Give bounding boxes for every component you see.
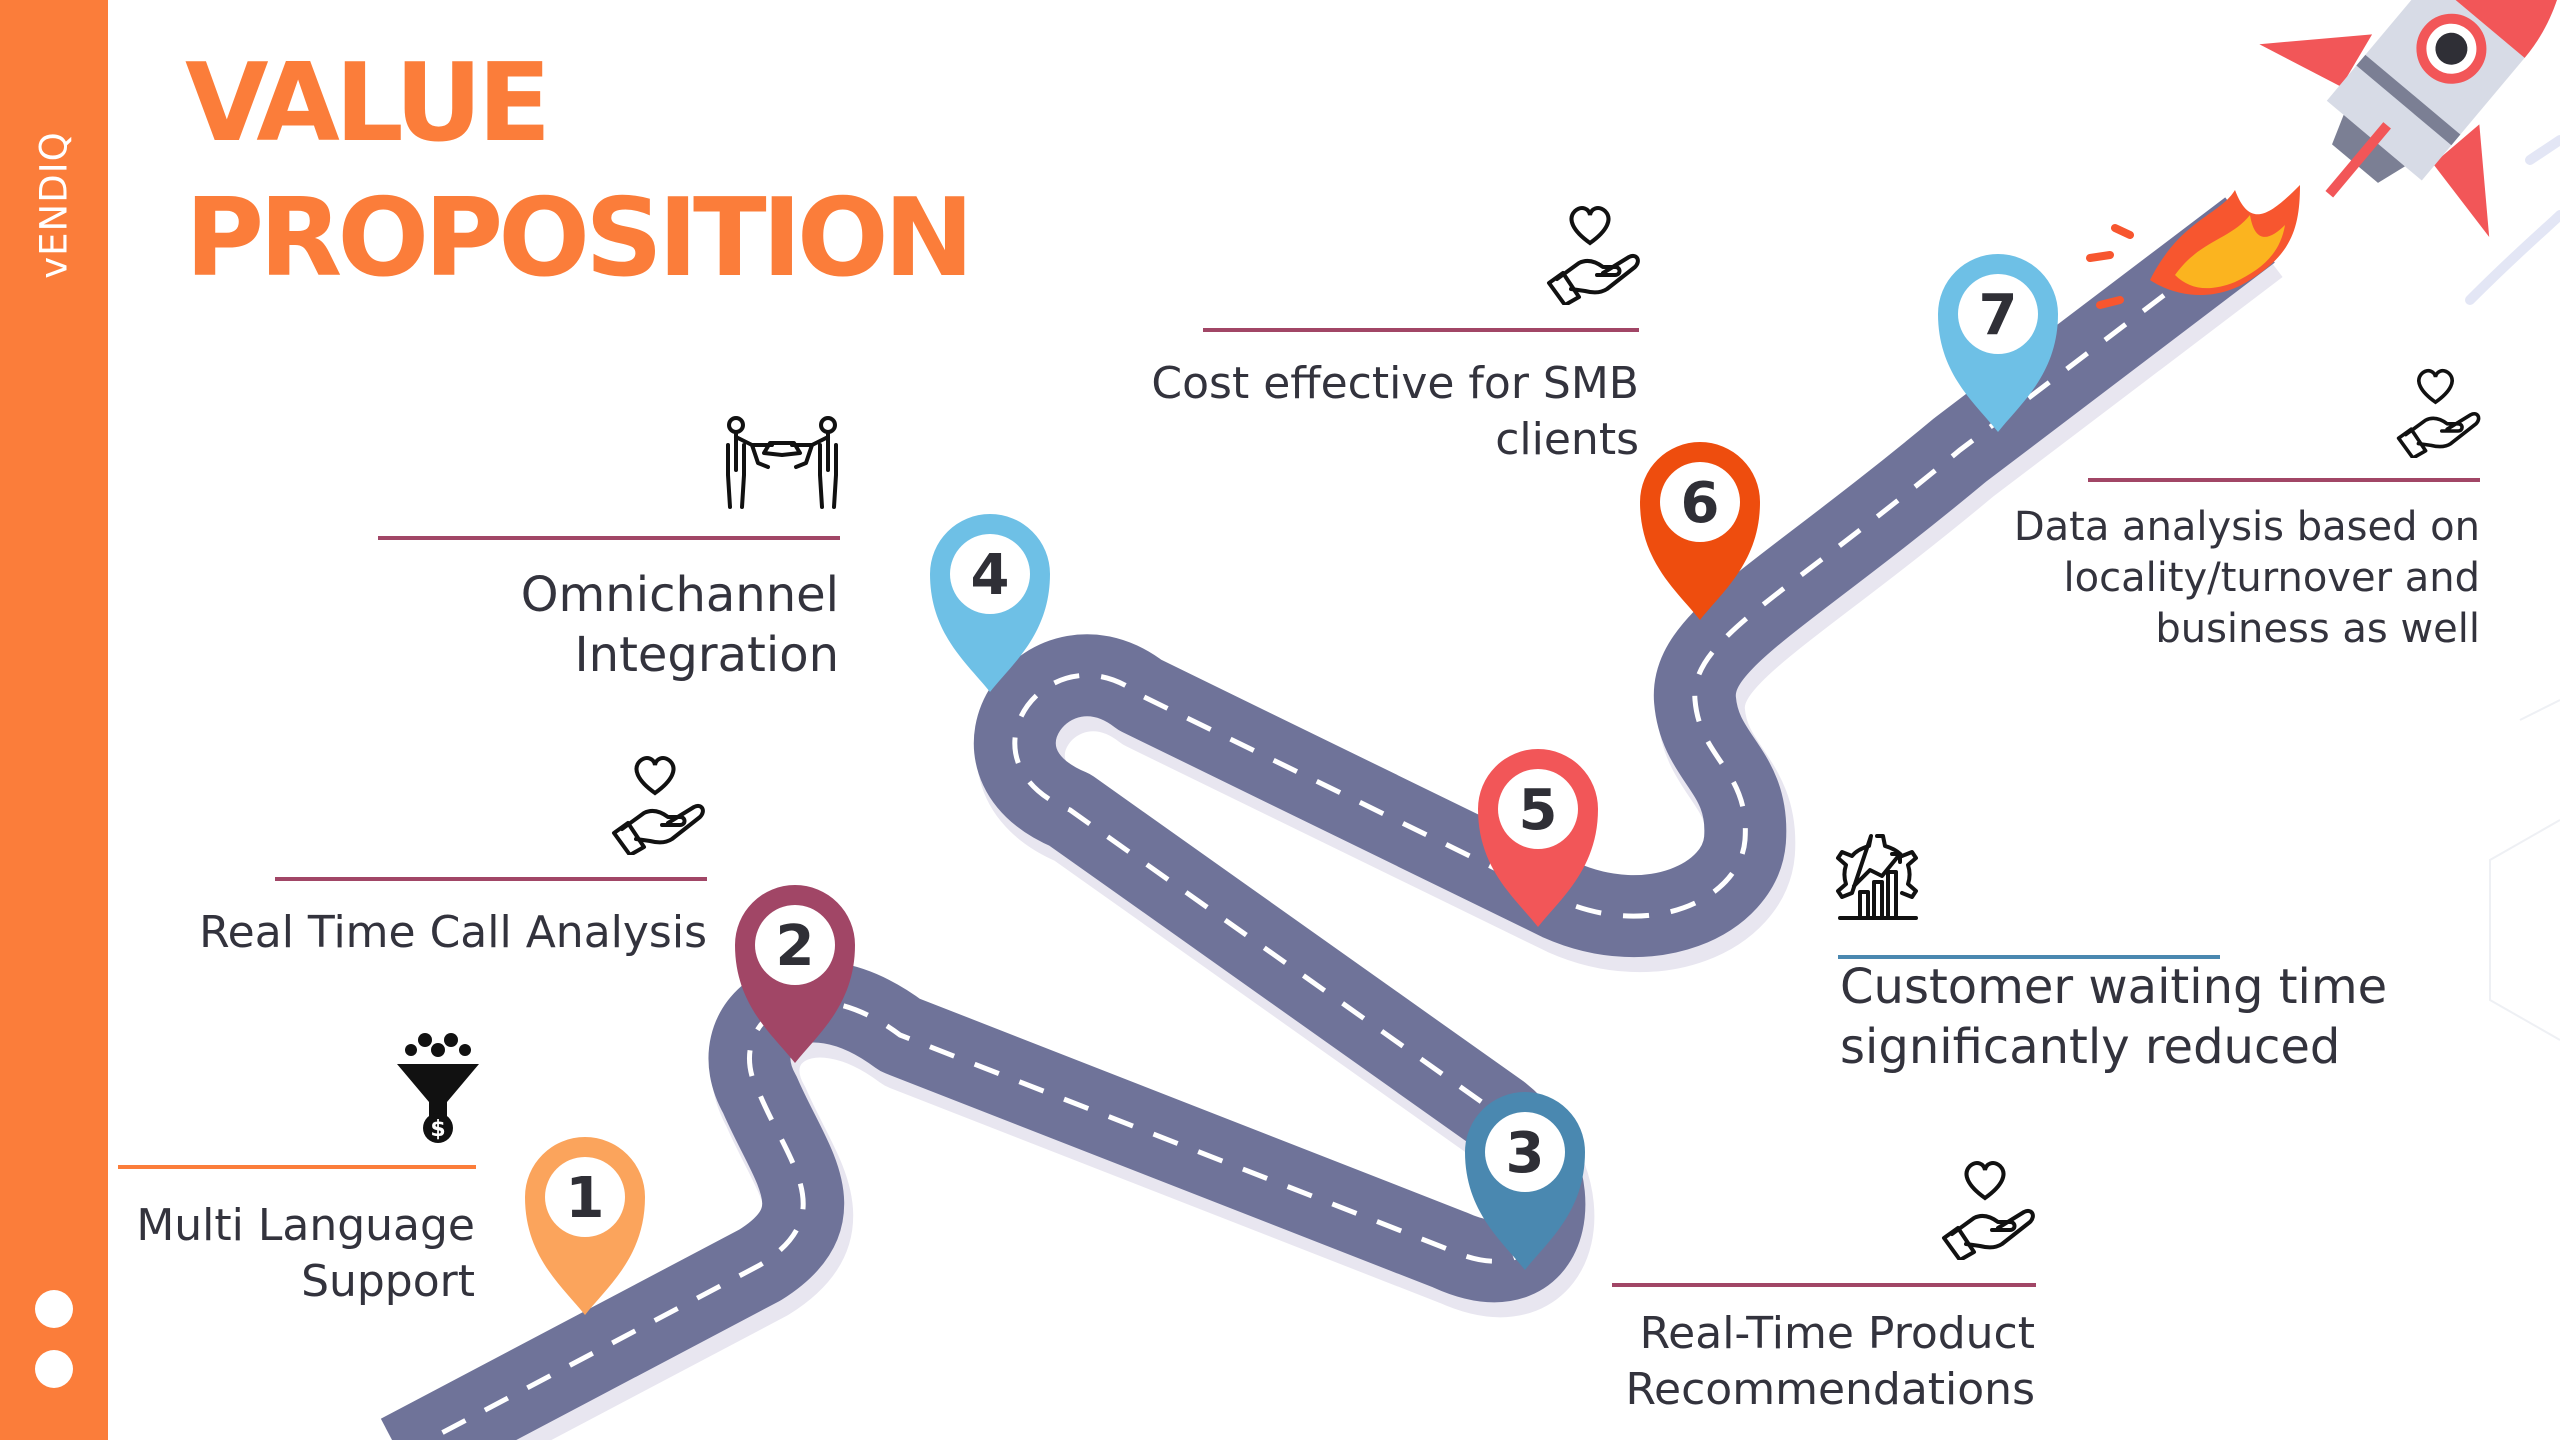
svg-text:$: $ xyxy=(430,1117,445,1142)
milestone-5-line-2: significantly reduced xyxy=(1840,1018,2341,1075)
funnel-people-dollar-icon: $ xyxy=(397,1033,479,1143)
milestone-5-line-1: Customer waiting time xyxy=(1840,959,2388,1015)
rocket-flame xyxy=(2086,185,2300,309)
milestone-2-line-1: Real Time Call Analysis xyxy=(199,907,707,958)
milestone-pin-6[interactable]: 6 xyxy=(1640,442,1760,620)
pin-number-1: 1 xyxy=(566,1166,605,1231)
milestone-6-line-2: clients xyxy=(1495,414,1639,466)
milestone-7-label: Data analysis based on locality/turnover… xyxy=(2014,502,2480,654)
road-center-dashes xyxy=(423,228,2252,1440)
page-title-line-2: PROPOSITION xyxy=(185,176,974,301)
milestone-3-line-2: Recommendations xyxy=(1625,1364,2035,1416)
divider-milestone-3 xyxy=(1612,1283,2036,1287)
pin-number-5: 5 xyxy=(1519,778,1558,843)
milestone-4-label: Omnichannel Integration xyxy=(521,565,839,685)
pin-number-6: 6 xyxy=(1681,471,1720,536)
milestone-pin-5[interactable]: 5 xyxy=(1478,749,1598,927)
nav-dot-1[interactable] xyxy=(35,1290,73,1328)
milestone-6-label: Cost effective for SMB clients xyxy=(1151,356,1639,469)
sidebar: vENDIQ xyxy=(0,0,108,1440)
milestone-pin-7[interactable]: 7 xyxy=(1938,254,2058,432)
milestone-7-line-1: Data analysis based on xyxy=(2013,504,2480,550)
milestone-5-label: Customer waiting time significantly redu… xyxy=(1840,958,2387,1077)
milestone-pin-3[interactable]: 3 xyxy=(1465,1092,1585,1270)
milestone-7-line-2: locality/turnover and xyxy=(2063,554,2480,601)
page-title-line-1: VALUE xyxy=(185,41,551,166)
milestone-pin-4[interactable]: 4 xyxy=(930,514,1050,692)
pin-number-7: 7 xyxy=(1979,283,2018,348)
hand-heart-icon xyxy=(1942,1161,2035,1260)
divider-milestone-5 xyxy=(1838,955,2220,959)
milestone-3-line-1: Real-Time Product xyxy=(1639,1308,2035,1359)
hand-heart-icon xyxy=(1547,206,1640,305)
nav-dot-2[interactable] xyxy=(35,1350,73,1388)
gear-chart-icon xyxy=(1836,834,1918,920)
milestone-pin-2[interactable]: 2 xyxy=(735,885,855,1063)
pin-number-3: 3 xyxy=(1506,1121,1545,1186)
milestone-7-line-3: business as well xyxy=(2155,605,2480,652)
handshake-people-icon xyxy=(726,416,838,509)
rocket-icon xyxy=(2259,0,2560,238)
rocket-motion-streaks xyxy=(2465,135,2560,305)
divider-milestone-7 xyxy=(2088,478,2480,482)
divider-milestone-1 xyxy=(118,1165,476,1169)
milestone-pin-1[interactable]: 1 xyxy=(525,1137,645,1315)
milestone-4-line-1: Omnichannel xyxy=(520,567,839,623)
divider-milestone-6 xyxy=(1203,328,1639,332)
milestone-1-line-1: Multi Language xyxy=(136,1200,475,1251)
divider-milestone-2 xyxy=(275,877,707,881)
hand-heart-icon xyxy=(2396,368,2481,458)
decorative-hexagon-outline xyxy=(2489,699,2560,1041)
pin-number-4: 4 xyxy=(971,543,1010,608)
milestone-2-label: Real Time Call Analysis xyxy=(199,905,707,961)
milestone-4-line-2: Integration xyxy=(574,627,840,683)
milestone-3-label: Real-Time Product Recommendations xyxy=(1625,1306,2035,1419)
milestone-1-line-2: Support xyxy=(301,1256,475,1308)
pin-number-2: 2 xyxy=(776,914,815,979)
hand-heart-icon xyxy=(612,756,705,855)
milestone-6-line-1: Cost effective for SMB xyxy=(1151,358,1639,409)
milestone-1-label: Multi Language Support xyxy=(136,1198,475,1311)
divider-milestone-4 xyxy=(378,536,840,540)
